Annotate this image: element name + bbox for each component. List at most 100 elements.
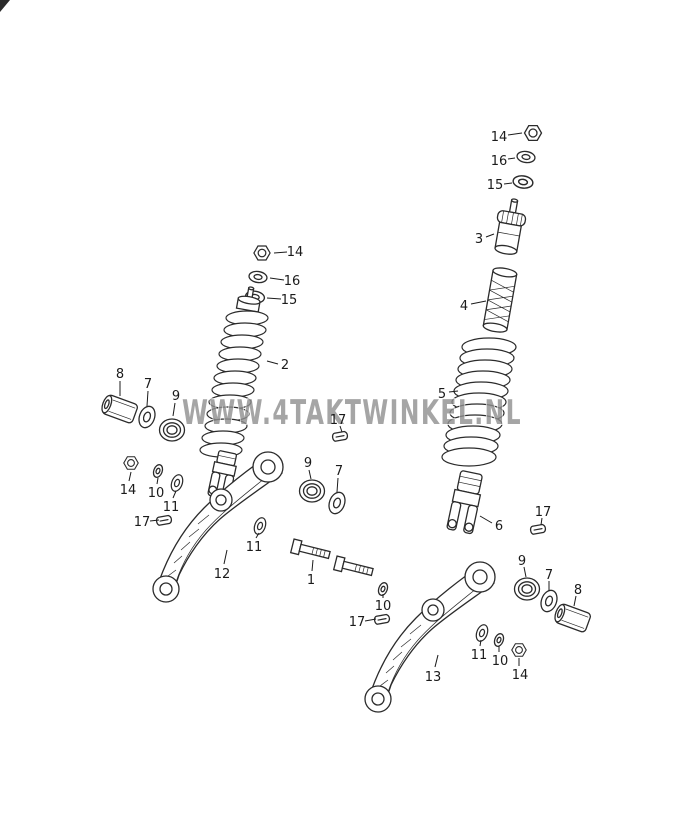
callout-10-center: 10 [375, 594, 392, 614]
bushing-8-left [99, 392, 140, 425]
nut-14-left-top [253, 245, 271, 261]
washer-16-right [515, 149, 537, 165]
callout-16-right: 16 [491, 154, 516, 169]
part-label-17: 17 [349, 615, 366, 630]
part-label-14: 14 [120, 483, 137, 498]
callout-13: 13 [425, 654, 442, 685]
washer-10-left [151, 462, 165, 480]
bushing-8-right [552, 601, 593, 634]
callout-2: 2 [266, 358, 289, 373]
spring-2 [199, 310, 269, 458]
part-label-17: 17 [330, 413, 347, 428]
spring-5 [441, 337, 517, 467]
clevis-6 [446, 470, 483, 535]
part-label-9: 9 [172, 389, 180, 404]
callout-14-left-small: 14 [120, 471, 137, 498]
callout-12: 12 [214, 549, 231, 582]
callout-17-center-bottom: 17 [349, 615, 377, 630]
bolt-1-upper [290, 538, 332, 563]
washer-16-left [247, 269, 269, 285]
washer-7-left [135, 403, 159, 431]
part-label-11: 11 [471, 648, 488, 663]
nut-14-right-top [523, 124, 543, 142]
callout-9-right: 9 [518, 554, 527, 578]
part-label-14: 14 [287, 245, 304, 260]
part-label-4: 4 [460, 299, 468, 314]
washer-10-right [492, 631, 506, 649]
washer-15-right [511, 173, 535, 191]
plunger-3 [494, 198, 527, 255]
nut-9-left [158, 418, 186, 442]
part-label-14: 14 [491, 130, 508, 145]
part-label-10: 10 [492, 654, 509, 669]
part-label-8: 8 [116, 367, 124, 382]
part-label-11: 11 [163, 500, 180, 515]
callout-17-center-top: 17 [330, 413, 347, 433]
callout-11-right: 11 [471, 639, 488, 663]
callouts: 14 16 15 3 4 5 6 14 16 15 2 8 7 9 14 10 … [116, 130, 582, 685]
callout-16-left: 16 [269, 274, 301, 289]
callout-15-right: 15 [487, 178, 513, 193]
callout-15-left: 15 [266, 293, 297, 308]
clip-17-right [529, 523, 547, 536]
part-label-1: 1 [307, 573, 315, 588]
part-label-9: 9 [518, 554, 526, 569]
callout-14-right-small: 14 [512, 658, 529, 683]
callout-8-left: 8 [116, 367, 124, 396]
nut-9-right [513, 577, 541, 601]
adjuster-4 [482, 267, 518, 333]
callout-6: 6 [479, 515, 503, 534]
callout-11-center: 11 [246, 532, 263, 555]
callout-9-center: 9 [304, 456, 312, 480]
callout-7-left: 7 [144, 377, 152, 407]
part-label-11: 11 [246, 540, 263, 555]
watermark: WWW.4TAKTWINKEL.NL [182, 393, 522, 433]
callout-5: 5 [438, 387, 459, 402]
part-label-5: 5 [438, 387, 446, 402]
scan-artifact-corner [0, 0, 10, 12]
callout-10-left: 10 [148, 477, 165, 501]
nut-14-left-small [123, 456, 139, 470]
callout-4: 4 [460, 299, 487, 314]
bolt-1-lower [333, 555, 375, 580]
part-label-13: 13 [425, 670, 442, 685]
part-label-9: 9 [304, 456, 312, 471]
callout-8-right: 8 [573, 583, 582, 607]
part-label-14: 14 [512, 668, 529, 683]
part-label-15: 15 [487, 178, 504, 193]
washer-11-right [473, 622, 491, 644]
part-label-3: 3 [475, 232, 483, 247]
nut-9-center [298, 479, 326, 503]
part-label-7: 7 [335, 464, 343, 479]
callout-17-right: 17 [535, 505, 552, 526]
part-label-16: 16 [284, 274, 301, 289]
shock-right-assembly [441, 124, 543, 535]
clip-17-center-bottom [373, 613, 391, 626]
washer-11-center [251, 515, 269, 537]
part-label-10: 10 [375, 599, 392, 614]
callout-7-center: 7 [335, 464, 343, 493]
callout-11-left: 11 [163, 490, 180, 515]
callout-1: 1 [307, 559, 315, 588]
part-label-2: 2 [281, 358, 289, 373]
part-label-10: 10 [148, 486, 165, 501]
part-label-12: 12 [214, 567, 231, 582]
part-label-7: 7 [144, 377, 152, 392]
callout-14-left-top: 14 [273, 245, 304, 260]
part-label-7: 7 [545, 568, 553, 583]
callout-17-left: 17 [134, 515, 160, 530]
washer-11-left [168, 472, 186, 494]
part-label-6: 6 [495, 519, 503, 534]
callout-10-right: 10 [492, 646, 509, 669]
callout-3: 3 [475, 232, 495, 247]
callout-14-right-top: 14 [491, 130, 523, 145]
callout-7-right: 7 [545, 568, 553, 591]
part-label-8: 8 [574, 583, 582, 598]
part-label-16: 16 [491, 154, 508, 169]
spring-top-mount [235, 286, 261, 313]
part-label-17: 17 [535, 505, 552, 520]
part-label-17: 17 [134, 515, 151, 530]
callout-9-left: 9 [172, 389, 180, 417]
